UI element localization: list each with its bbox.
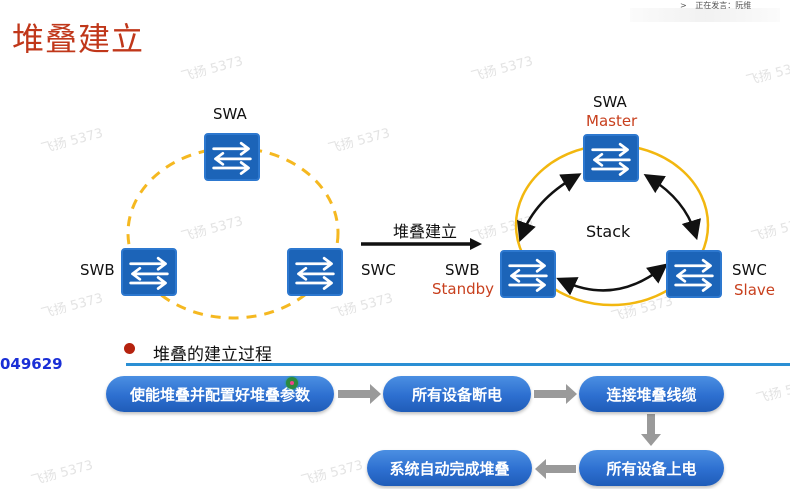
process-step-5: 系统自动完成堆叠 [367, 450, 532, 486]
speaking-indicator: > 正在发言：阮维 [680, 0, 751, 11]
top-bar-background [630, 8, 780, 22]
role-slave: Slave [734, 281, 775, 299]
flow-arrows [338, 384, 661, 479]
switch-icon-swb-after [500, 250, 556, 298]
switch-icon-swc-after [666, 250, 722, 298]
switch-icon-swa-before [204, 133, 260, 181]
process-step-1: 使能堆叠并配置好堆叠参数 [106, 376, 334, 412]
switch-icon-swb-before [121, 248, 177, 296]
dashed-stack-ring [126, 146, 340, 320]
pointer-cursor-icon [286, 377, 298, 389]
role-master: Master [586, 112, 638, 130]
process-step-4: 所有设备上电 [579, 450, 724, 486]
chevron-right-icon[interactable]: > [680, 1, 687, 10]
section-underline [126, 363, 790, 366]
process-title: 堆叠的建立过程 [153, 345, 272, 365]
switch-label-swb-before: SWB [80, 261, 115, 279]
flow-arrow-2-shaft [534, 390, 568, 398]
role-standby: Standby [432, 280, 495, 298]
stack-link-arrow-a-c [643, 174, 701, 241]
process-step-3: 连接堆叠线缆 [579, 376, 724, 412]
flow-arrow-3-shaft [647, 414, 655, 436]
switch-icon-swc-before [287, 248, 343, 296]
stack-link-arrow-b-c [556, 263, 668, 296]
slide-title: 堆叠建立 [12, 20, 145, 58]
switch-icon-swa-after [583, 134, 639, 182]
switch-label-swb-after: SWB [445, 261, 480, 279]
flow-arrow-4-shaft [544, 465, 576, 473]
side-id-number: 049629 [0, 355, 63, 373]
process-step-2: 所有设备断电 [383, 376, 531, 412]
switch-label-swa-after: SWA [593, 93, 627, 111]
flow-arrow-1-head [370, 384, 381, 404]
flow-arrow-1-shaft [338, 390, 372, 398]
transition-label: 堆叠建立 [393, 222, 458, 241]
stack-center-label: Stack [586, 222, 631, 241]
stack-link-arrow-a-b [516, 173, 582, 243]
bullet-dot [124, 343, 135, 354]
switch-label-swc-before: SWC [361, 261, 396, 279]
flow-arrow-2-head [566, 384, 577, 404]
switch-label-swa-before: SWA [213, 105, 247, 123]
flow-arrow-4-head [535, 459, 546, 479]
speaking-text: 正在发言：阮维 [695, 1, 752, 10]
switch-label-swc-after: SWC [732, 261, 767, 279]
flow-arrow-3-head [641, 434, 661, 446]
transition-arrow-head [470, 238, 482, 250]
